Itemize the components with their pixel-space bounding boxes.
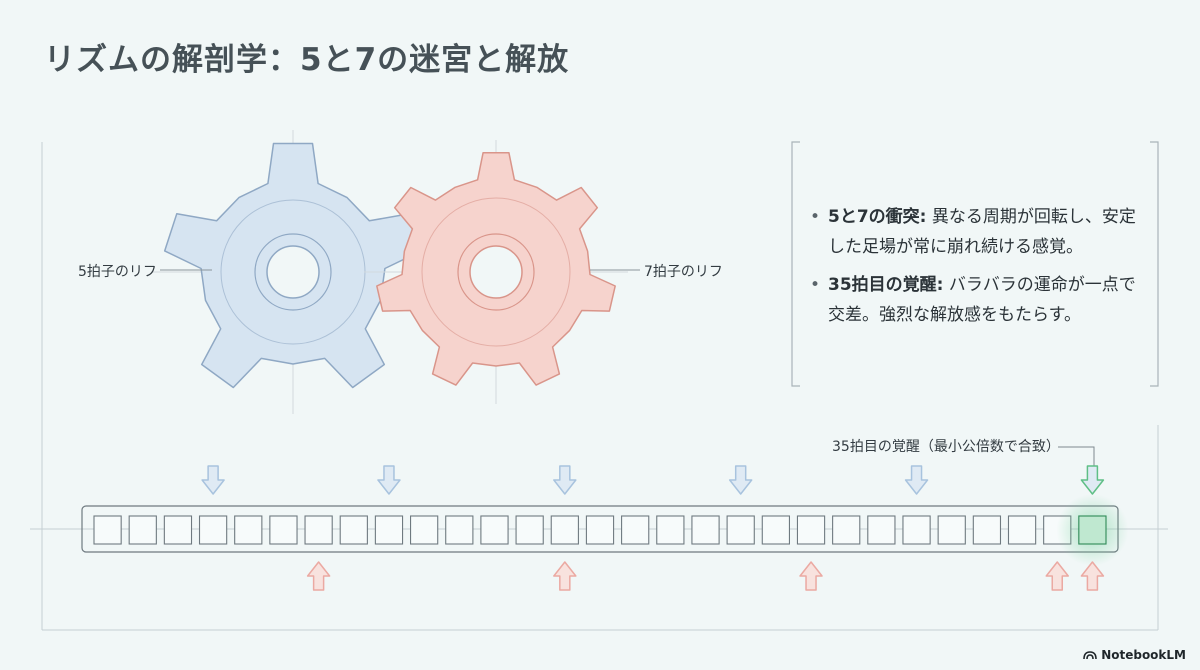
beat-cell <box>445 515 474 545</box>
beat-cell <box>937 515 966 545</box>
beat-cell <box>410 515 439 545</box>
beat-cell <box>726 515 755 545</box>
beat-cell <box>796 515 826 545</box>
beat-arrow-down-blue <box>201 465 225 495</box>
beat-timeline <box>81 465 1129 591</box>
bullet-item-collision: 5と7の衝突: 異なる周期が回転し、安定した足場が常に崩れ続ける感覚。 <box>808 202 1148 262</box>
beat-cell <box>621 515 650 545</box>
bullet-list: 5と7の衝突: 異なる周期が回転し、安定した足場が常に崩れ続ける感覚。 35拍目… <box>808 202 1148 338</box>
beat-arrow-up-red <box>1080 561 1105 591</box>
bullet-item-awakening: 35拍目の覚醒: バラバラの運命が一点で交差。強烈な解放感をもたらす。 <box>808 270 1148 330</box>
page-title: リズムの解剖学：5と7の迷宮と解放 <box>44 42 570 78</box>
beat-cell-convergence <box>1078 515 1107 545</box>
beat-cell <box>198 515 228 545</box>
beat-cell <box>1007 515 1037 545</box>
beat-cell <box>867 515 896 545</box>
gear-hub-ring <box>254 233 332 311</box>
beat-cell <box>128 515 157 545</box>
bullet-text: バラバラの運命が一点で交差。強烈な解放感をもたらす。 <box>828 275 1136 325</box>
beat-cell <box>163 515 193 545</box>
beat-arrow-down-blue <box>553 465 577 495</box>
beat-cell <box>585 515 615 545</box>
brand-badge: NotebookLM <box>1083 648 1186 662</box>
notebooklm-logo-icon <box>1083 651 1097 660</box>
beat-cell <box>374 515 404 545</box>
beat-cell <box>691 515 720 545</box>
beat-cell <box>269 515 298 545</box>
bracket-left <box>791 141 800 387</box>
beat-cell <box>93 515 122 545</box>
beat-cell <box>304 515 333 545</box>
beat-cell <box>902 515 931 545</box>
beat-arrow-down-blue <box>377 465 401 495</box>
beat-arrow-down-blue <box>904 465 929 495</box>
gear-hole <box>266 245 320 299</box>
bracket-right <box>1150 141 1159 387</box>
gear-hole <box>469 245 523 299</box>
gear-right-label: 7拍子のリフ <box>644 264 723 280</box>
beat-arrow-up-red <box>553 561 577 591</box>
beat-arrow-down-green <box>1080 465 1105 495</box>
beat-cell <box>972 515 1002 545</box>
beat-cell <box>339 515 368 545</box>
bullet-term: 5と7の衝突: <box>828 207 927 227</box>
gear-left-label: 5拍子のリフ <box>78 264 157 280</box>
beat-cell <box>515 515 544 545</box>
beat-cell <box>234 515 263 545</box>
brand-name: NotebookLM <box>1101 648 1186 662</box>
beat-cell <box>656 515 685 545</box>
beat-cell <box>550 515 579 545</box>
callout-leader <box>1058 446 1095 466</box>
beat-cell <box>832 515 861 545</box>
gear-hub-ring <box>457 233 535 311</box>
beat-arrow-up-red <box>306 561 331 591</box>
beat-cell <box>761 515 790 545</box>
gear-7-beat <box>364 140 628 404</box>
beat-arrow-down-blue <box>728 465 753 495</box>
beat-arrow-up-red <box>1045 561 1069 591</box>
bullet-term: 35拍目の覚醒: <box>828 275 944 295</box>
beat-arrow-up-red <box>799 561 823 591</box>
convergence-callout: 35拍目の覚醒（最小公倍数で合致） <box>832 439 1060 455</box>
gear-inner-ring <box>421 197 571 347</box>
bullet-text: 異なる周期が回転し、安定した足場が常に崩れ続ける感覚。 <box>828 207 1136 257</box>
beat-cell <box>480 515 509 545</box>
